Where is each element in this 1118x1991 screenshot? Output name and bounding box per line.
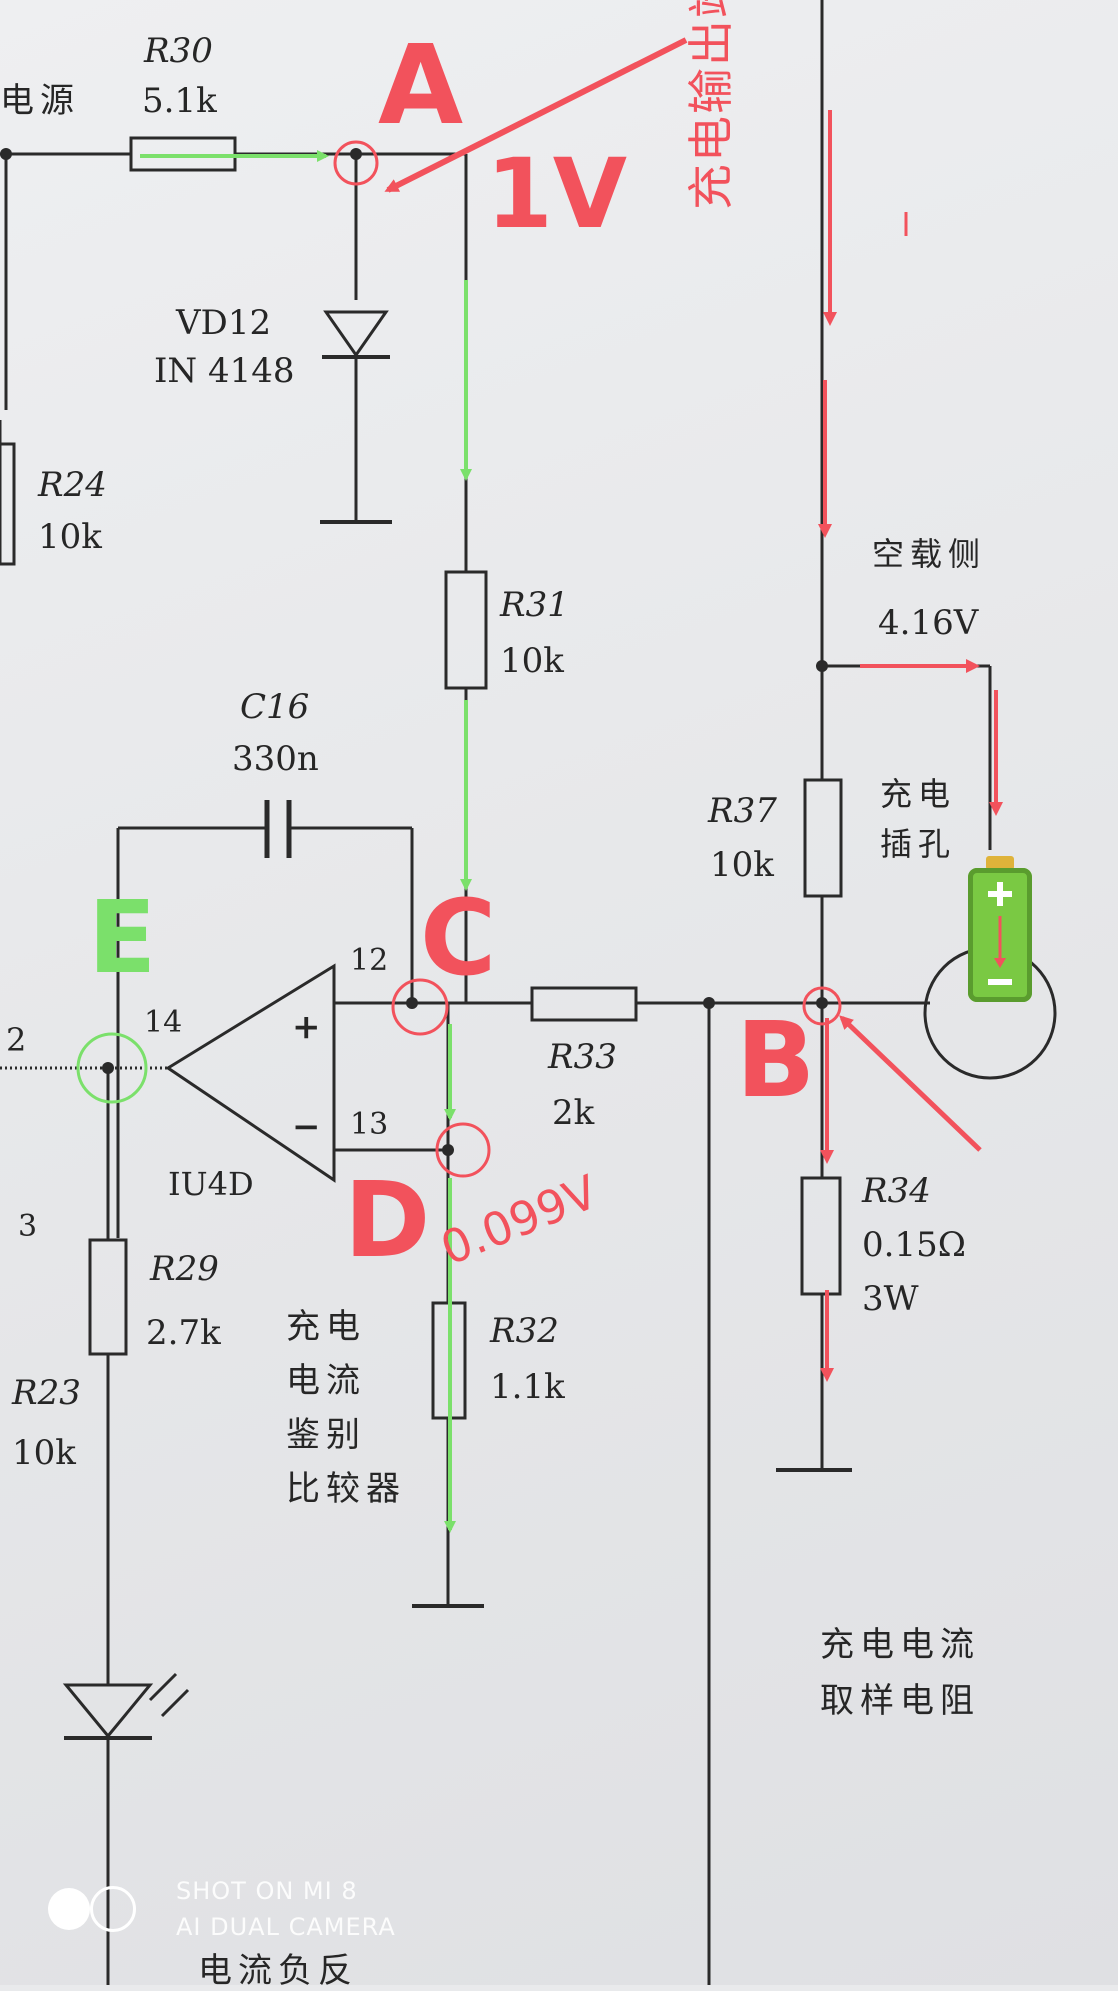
r30-name: R30 — [144, 31, 213, 71]
r34-power: 3W — [862, 1279, 919, 1319]
pin-3-label: 3 — [18, 1209, 38, 1244]
no-load-side-label: 空载侧 — [872, 535, 987, 573]
r37-value: 10k — [710, 845, 774, 885]
r34-resistor — [800, 1176, 842, 1296]
r33-resistor — [530, 986, 638, 1022]
node-d-marker — [435, 1122, 491, 1178]
r32-value: 1.1k — [490, 1367, 565, 1407]
node-e-label: E — [88, 879, 157, 996]
pin-13-label: 13 — [350, 1107, 389, 1142]
node-c-label: C — [420, 877, 497, 999]
r23-value: 10k — [12, 1433, 76, 1473]
opamp-plus-label: + — [292, 1007, 321, 1047]
charge-jack-label-2: 插孔 — [880, 825, 957, 863]
r37-resistor — [803, 778, 843, 898]
red-arrow — [839, 1015, 982, 1152]
wiring — [0, 0, 992, 1985]
pin-12-label: 12 — [350, 943, 389, 978]
volt-a-label: 1V — [486, 138, 628, 250]
r24-name: R24 — [38, 465, 107, 505]
node-d-label: D — [344, 1159, 431, 1281]
c16-value: 330n — [232, 739, 319, 779]
node-b-label: B — [736, 999, 816, 1121]
r32-name: R32 — [490, 1311, 559, 1351]
node-markers — [76, 140, 842, 1178]
pin-2-label: 2 — [6, 1021, 27, 1059]
r33-name: R33 — [548, 1037, 617, 1077]
node-c-marker — [391, 978, 449, 1036]
pin-14-label: 14 — [144, 1005, 183, 1040]
r33-value: 2k — [552, 1093, 595, 1133]
capacitor-icon — [264, 800, 292, 858]
node-e-marker — [76, 1032, 148, 1104]
opamp-name: IU4D — [168, 1165, 254, 1203]
r34-value: 0.15Ω — [862, 1225, 966, 1265]
power-source-label: 电源 — [0, 81, 80, 121]
watermark-line-2: AI DUAL CAMERA — [176, 1913, 396, 1941]
r24-value: 10k — [38, 517, 102, 557]
r29-resistor — [88, 1238, 128, 1356]
r29-value: 2.7k — [146, 1313, 221, 1353]
r23-name: R23 — [12, 1373, 81, 1413]
c16-name: C16 — [240, 687, 310, 727]
no-load-voltage-label: 4.16V — [878, 603, 979, 643]
comparator-label-4: 比较器 — [286, 1469, 406, 1509]
vd12-name: VD12 — [176, 303, 272, 343]
node-a-label: A — [378, 21, 464, 149]
charge-jack-label-1: 充电 — [880, 775, 957, 813]
comparator-label-1: 充电 — [286, 1307, 366, 1347]
current-flow-arrows — [140, 37, 1003, 1533]
r37-name: R37 — [708, 791, 777, 831]
comparator-label-2: 电流 — [286, 1361, 366, 1401]
battery-icon — [968, 856, 1032, 1002]
r30-value: 5.1k — [142, 81, 217, 121]
r24-resistor — [0, 442, 16, 566]
node-b-marker — [802, 986, 842, 1026]
red-arrow — [384, 37, 688, 193]
r31-resistor — [444, 570, 488, 690]
watermark-line-1: SHOT ON MI 8 — [176, 1877, 358, 1905]
opamp-icon — [165, 963, 336, 1183]
camera-logo — [48, 1886, 136, 1932]
node-a-marker — [333, 140, 379, 186]
comparator-label-3: 鉴别 — [286, 1415, 366, 1455]
sense-resistor-label-1: 充电电流 — [820, 1625, 980, 1665]
r31-name: R31 — [500, 585, 569, 625]
bottom-partial-label: 电流负反 — [198, 1951, 358, 1991]
r31-value: 10k — [500, 641, 564, 681]
vd12-value: IN 4148 — [154, 351, 295, 391]
led-icon — [62, 1672, 190, 1740]
sense-resistor-label-2: 取样电阻 — [820, 1681, 980, 1721]
r29-name: R29 — [150, 1249, 219, 1289]
opamp-minus-label: − — [292, 1107, 321, 1147]
diode-icon — [322, 310, 390, 359]
r34-name: R34 — [862, 1171, 931, 1211]
output-end-label: 充电输出端 — [684, 0, 738, 210]
